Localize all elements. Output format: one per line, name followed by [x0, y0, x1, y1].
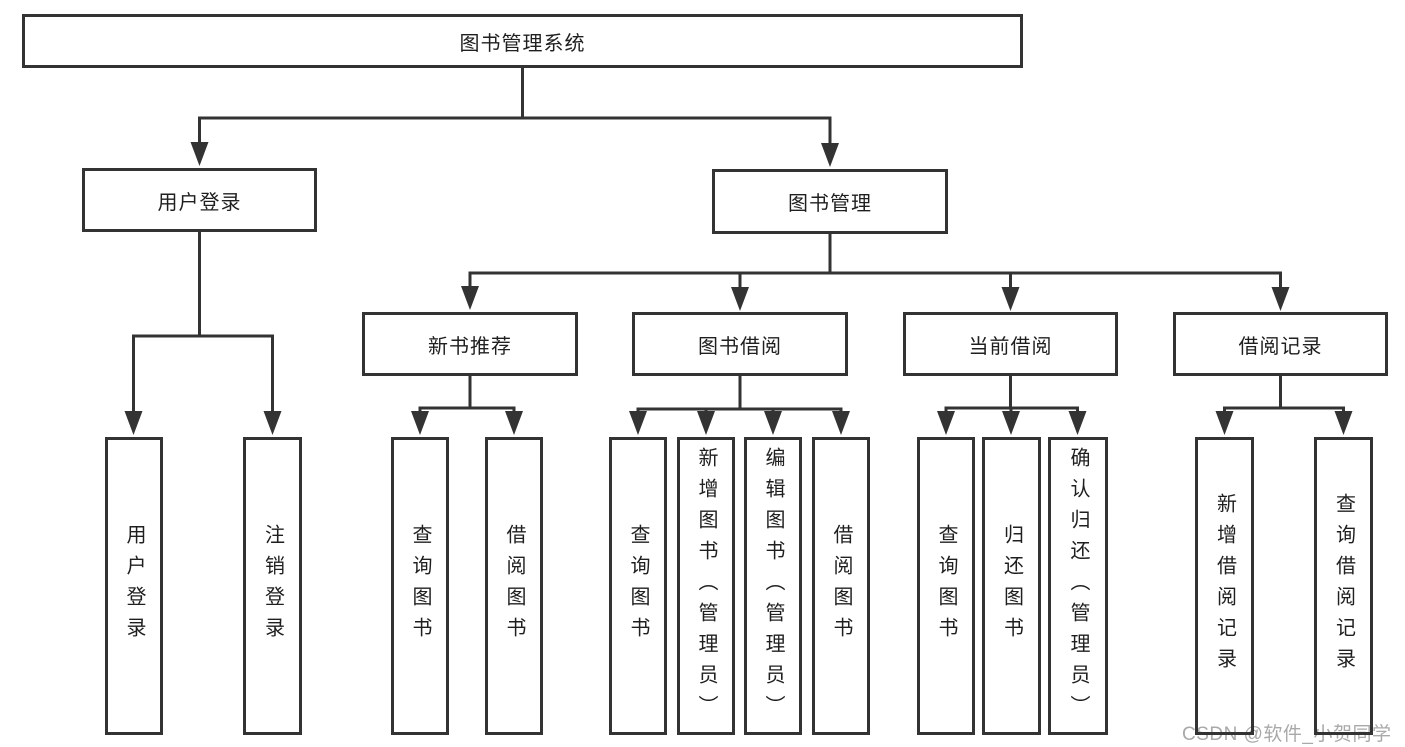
node-user-login: 用户登录 — [82, 168, 317, 232]
node-current-borrowing-label: 当前借阅 — [968, 335, 1053, 358]
leaf-records-add-borrow-record-label: 新增借阅记录 — [1213, 493, 1236, 679]
node-borrow-records-label: 借阅记录 — [1238, 335, 1323, 358]
leaf-newbook-query-books-label: 查询图书 — [409, 524, 431, 648]
node-book-borrowing: 图书借阅 — [632, 312, 848, 376]
arrowheads — [124, 142, 1353, 435]
leaf-borrowing-query-books-label: 查询图书 — [627, 524, 649, 648]
leaf-current-query-books: 查询图书 — [917, 437, 975, 735]
node-root: 图书管理系统 — [22, 14, 1023, 68]
node-borrow-records: 借阅记录 — [1173, 312, 1388, 376]
leaf-records-query-borrow-record: 查询借阅记录 — [1314, 437, 1373, 735]
watermark-text: CSDN @软件_小贺同学 — [1182, 724, 1392, 745]
leaf-borrowing-add-books-admin-label: 新增图书（管理员） — [695, 446, 717, 726]
node-current-borrowing: 当前借阅 — [903, 312, 1118, 376]
leaf-current-confirm-return-admin: 确认归还（管理员） — [1048, 437, 1108, 735]
node-root-label: 图书管理系统 — [459, 32, 586, 55]
node-book-management: 图书管理 — [712, 169, 948, 234]
leaf-newbook-query-books: 查询图书 — [391, 437, 449, 735]
leaf-records-query-borrow-record-label: 查询借阅记录 — [1332, 493, 1355, 679]
leaf-current-query-books-label: 查询图书 — [935, 524, 957, 648]
leaf-borrowing-borrow-books-label: 借阅图书 — [830, 524, 852, 648]
node-book-borrowing-label: 图书借阅 — [698, 335, 782, 358]
node-book-management-label: 图书管理 — [788, 193, 872, 215]
leaf-logout-login-label: 注销登录 — [261, 524, 284, 648]
leaf-borrowing-borrow-books: 借阅图书 — [812, 437, 870, 735]
node-new-book-recommend: 新书推荐 — [362, 312, 578, 376]
leaf-newbook-borrow-books: 借阅图书 — [485, 437, 543, 735]
leaf-user-login-label: 用户登录 — [123, 524, 145, 648]
node-user-login-label: 用户登录 — [157, 191, 242, 214]
leaf-newbook-borrow-books-label: 借阅图书 — [503, 524, 525, 648]
leaf-borrowing-add-books-admin: 新增图书（管理员） — [677, 437, 735, 735]
leaf-borrowing-edit-books-admin: 编辑图书（管理员） — [744, 437, 802, 735]
leaf-borrowing-query-books: 查询图书 — [609, 437, 667, 735]
node-new-book-recommend-label: 新书推荐 — [428, 335, 512, 358]
leaf-current-return-books-label: 归还图书 — [1000, 524, 1023, 648]
leaf-logout-login: 注销登录 — [243, 437, 302, 735]
leaf-borrowing-edit-books-admin-label: 编辑图书（管理员） — [762, 446, 784, 726]
leaf-user-login: 用户登录 — [105, 437, 163, 735]
leaf-current-return-books: 归还图书 — [982, 437, 1041, 735]
leaf-current-confirm-return-admin-label: 确认归还（管理员） — [1067, 446, 1089, 726]
leaf-records-add-borrow-record: 新增借阅记录 — [1195, 437, 1254, 735]
